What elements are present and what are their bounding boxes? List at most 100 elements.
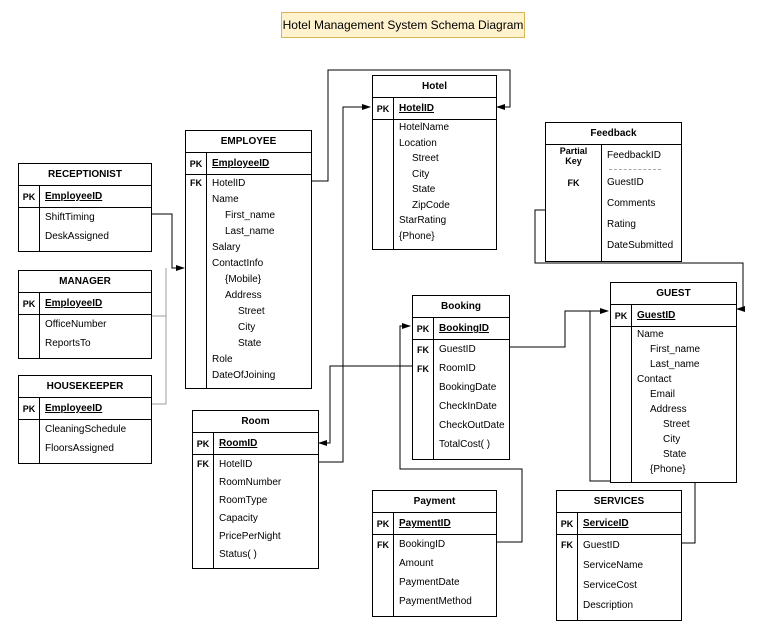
attribute-name: Street [663,419,690,430]
connector-subtypes-employee [150,213,185,271]
connector-manager-branch [150,268,167,317]
key-label: Partial Key [559,145,588,166]
attribute-name: First_name [225,209,276,221]
attribute-row: ZipCode [373,198,496,214]
key-column-divider [393,513,394,616]
attribute-name: Address [650,404,687,415]
attribute-name: Last_name [650,359,700,370]
attribute-name: Salary [212,241,241,253]
pk-label: PK [22,403,36,414]
attribute-row: City [611,432,736,447]
connector-employee-hotel [310,69,511,182]
attribute-name: Status( ) [219,548,257,560]
attribute-name: Capacity [219,512,258,524]
pk-label: PK [376,518,390,529]
key-label: FK [567,177,580,188]
key-label: FK [190,178,202,188]
attribute-row: CheckOutDate [413,416,509,435]
connector-booking-guest [508,308,609,348]
entity-name: GUEST [611,283,736,305]
pk-field: EmployeeID [45,403,103,414]
primary-key-row: PK PaymentID [373,513,496,535]
attribute-row: Street [611,417,736,432]
attribute-name: Name [212,193,239,205]
pk-field: PaymentID [399,518,451,529]
key-label: FK [377,539,389,550]
attribute-name: HotelName [399,122,450,134]
attribute-name: City [412,168,430,180]
attribute-name: BookingID [399,539,446,550]
attribute-row: ShiftTiming [19,208,151,227]
attribute-name: Amount [399,558,434,569]
diagram-title: Hotel Management System Schema Diagram [281,12,525,38]
attribute-row: HotelName [373,120,496,136]
pk-label: PK [416,323,430,334]
attribute-row: Capacity [193,509,318,527]
key-column-divider [213,433,214,568]
entity-name: RECEPTIONIST [19,164,151,186]
attribute-row: Address [611,402,736,417]
attribute-name: Comments [607,198,656,209]
attribute-row: Description [557,595,681,615]
attribute-row: Comments [546,193,681,214]
attribute-name: DeskAssigned [45,231,109,242]
attribute-name: FloorsAssigned [45,443,114,454]
key-column-divider [393,98,394,249]
attribute-row: Last_name [186,223,311,239]
attribute-row: Street [186,303,311,319]
attribute-row: DateSubmitted [546,235,681,256]
key-column-divider [631,305,632,482]
attribute-row: OfficeNumber [19,315,151,334]
attribute-name: Rating [607,219,636,230]
attribute-row: CheckInDate [413,397,509,416]
attribute-name: Street [238,305,265,317]
key-column-divider [577,513,578,620]
connector-room-hotel [317,104,371,463]
attribute-row: Role [186,351,311,367]
attribute-row: City [186,319,311,335]
attribute-name: State [663,449,687,460]
attribute-row: TotalCost( ) [413,435,509,454]
attribute-row: Last_name [611,357,736,372]
attribute-row: Amount [373,554,496,573]
pk-field: HotelID [399,103,434,114]
attribute-name: Role [212,353,233,365]
attribute-name: GuestID [607,177,644,188]
pk-field: EmployeeID [212,158,270,169]
attribute-name: {Phone} [650,464,686,475]
attribute-row: FK GuestID [546,172,681,193]
attribute-row: ServiceCost [557,575,681,595]
attribute-row: DateOfJoining [186,367,311,383]
attribute-name: CheckInDate [439,401,497,412]
attribute-row: First_name [186,207,311,223]
attribute-row: RoomType [193,491,318,509]
attribute-name: OfficeNumber [45,319,107,330]
attribute-row: {Mobile} [186,271,311,287]
primary-key-row: PK EmployeeID [19,398,151,420]
attribute-name: ServiceCost [583,579,637,591]
attribute-row: PaymentDate [373,573,496,592]
attribute-name: PricePerNight [219,530,281,542]
attribute-row: ContactInfo [186,255,311,271]
attribute-row: Status( ) [193,545,318,563]
attribute-row: Rating [546,214,681,235]
pk-label: PK [614,310,628,321]
attribute-name: DateSubmitted [607,240,674,251]
entity-name: SERVICES [557,491,681,513]
attribute-row: Location [373,136,496,152]
entity-name: Hotel [373,76,496,98]
pk-label: PK [22,298,36,309]
